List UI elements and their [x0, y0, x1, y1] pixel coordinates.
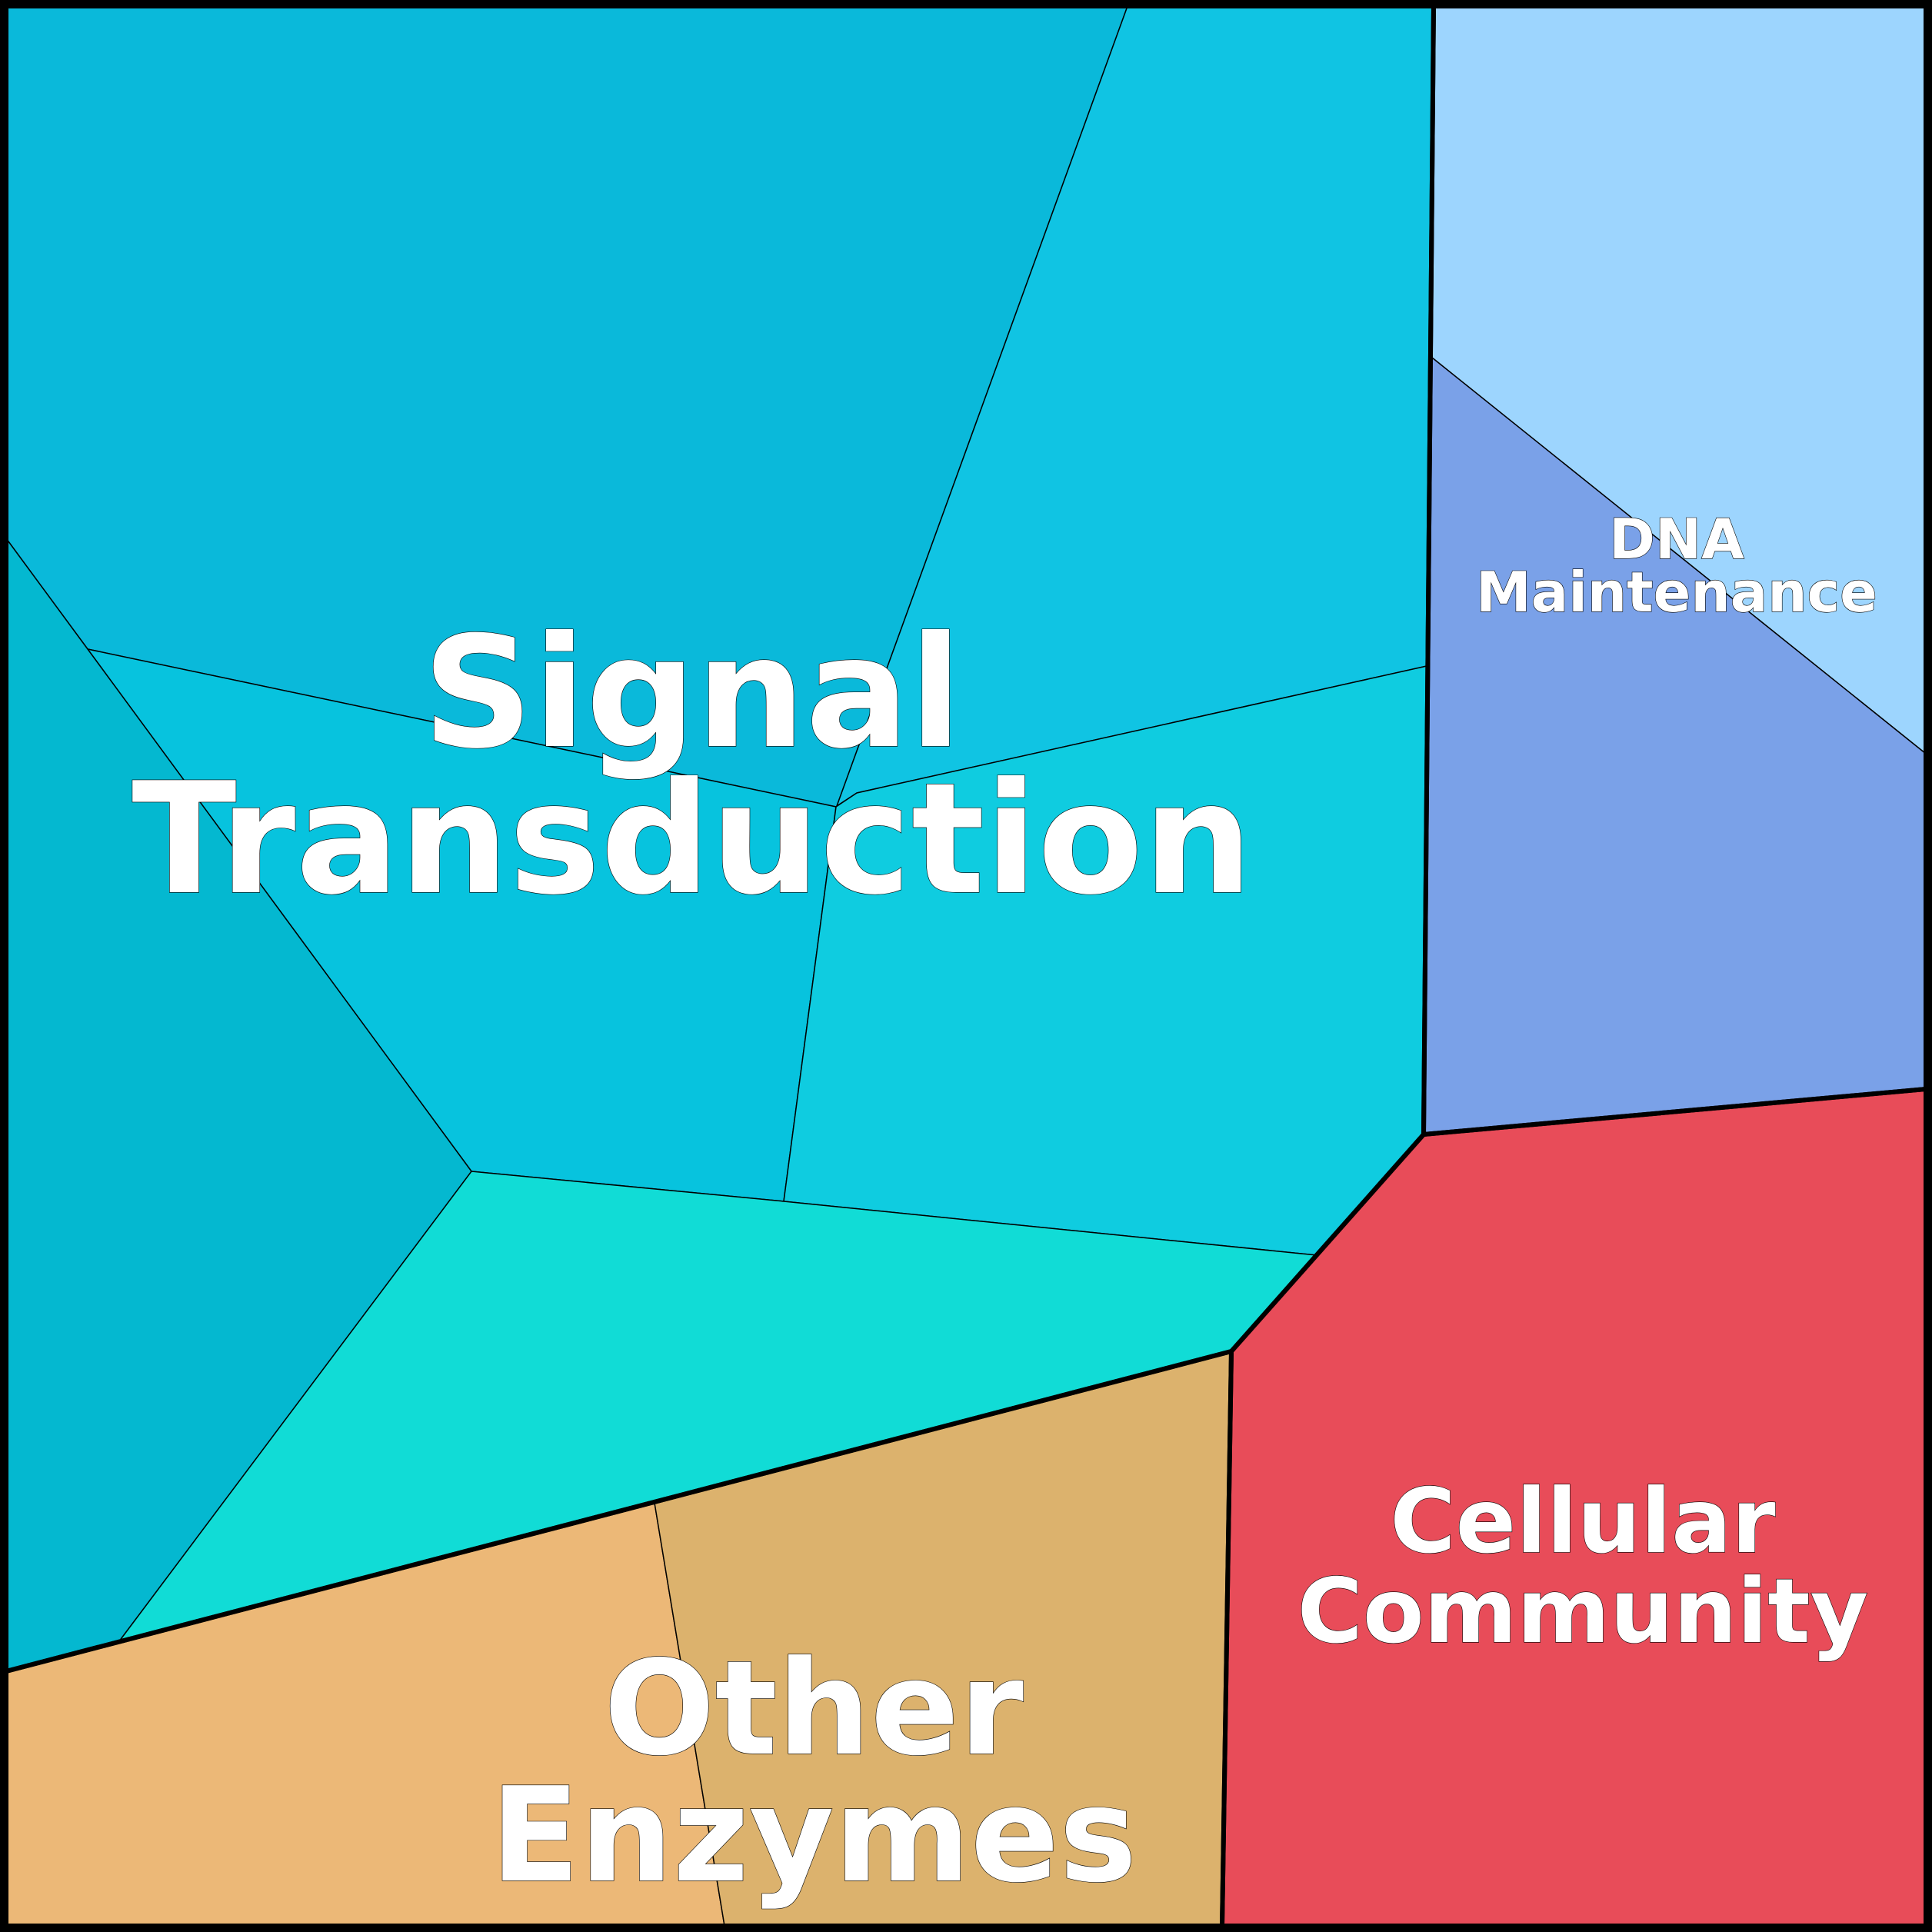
cellular-community-label-line-2: Community [1297, 1560, 1869, 1664]
other-enzymes-label-line-2: Enzymes [491, 1760, 1138, 1912]
cellular-community-label-line-1: Cellular [1390, 1470, 1775, 1574]
signal-transduction-label-line-1: Signal [422, 604, 962, 783]
other-enzymes-label-line-1: Other [604, 1633, 1024, 1785]
dna-maintenance-label-line-1: DNA [1609, 507, 1744, 571]
dna-maintenance-label-line-2: Maintenance [1476, 560, 1877, 625]
signal-transduction-label-line-2: Transduction [132, 750, 1253, 929]
cells-layer [5, 5, 1927, 1927]
